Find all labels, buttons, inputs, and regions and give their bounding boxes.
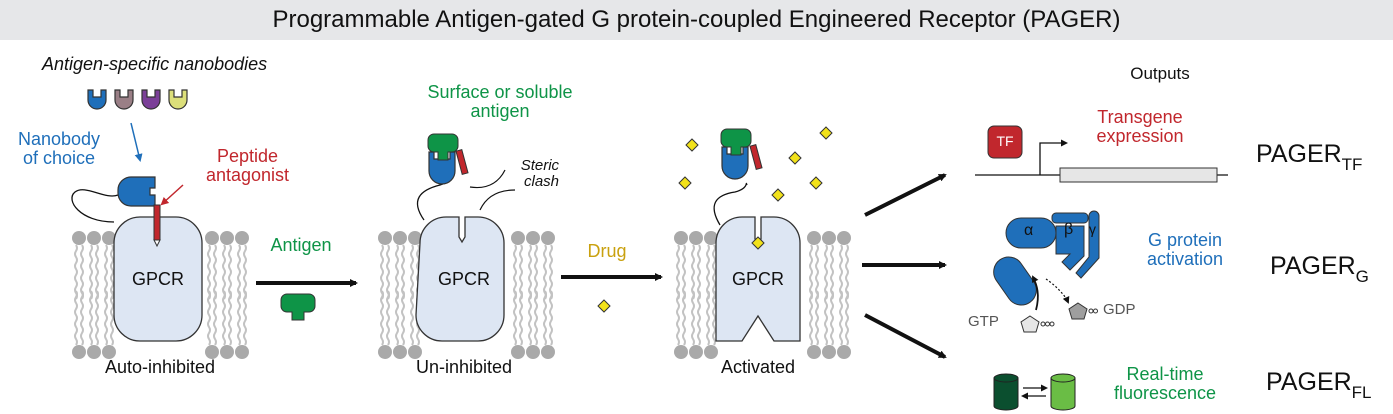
- gdp-phosphates: [1088, 308, 1098, 314]
- peptide-active-icon: [749, 144, 763, 170]
- pager-tf-label: PAGERTF: [1256, 140, 1362, 175]
- nanobody-purple-icon: [141, 89, 161, 110]
- fluorescence-line1: Real-time: [1126, 364, 1204, 384]
- drug-icon: [819, 126, 833, 140]
- nanobody-choice-arrow: [130, 122, 143, 162]
- output-g-protein: [993, 210, 1100, 333]
- transgene-line1: Transgene: [1097, 107, 1183, 127]
- alpha-label: α: [1024, 222, 1034, 239]
- g-beta-top-icon: [1051, 212, 1089, 224]
- nanobody-choice-line2: of choice: [22, 147, 96, 168]
- peptide-line1: Peptide: [216, 146, 279, 166]
- transgene-line2: expression: [1096, 125, 1184, 146]
- gpcr-label-2: GPCR: [437, 269, 490, 289]
- peptide-line2: antagonist: [205, 164, 290, 185]
- beta-label: β: [1064, 221, 1074, 238]
- output-transgene: [975, 125, 1228, 183]
- state-caption-1: Auto-inhibited: [104, 357, 216, 377]
- nanobody-mauve-icon: [114, 89, 134, 110]
- g-protein-label: G protein activation: [1130, 231, 1240, 269]
- steric-clash-label: Steric clash: [520, 158, 559, 190]
- antigen-active-icon: [720, 128, 752, 156]
- steric-clash-mark: [469, 169, 506, 189]
- pager-fl-name: PAGER: [1266, 368, 1352, 396]
- promoter-arrow: [1039, 139, 1068, 175]
- g-gamma-icon: [1075, 210, 1100, 279]
- nanobodies-label: Antigen-specific nanobodies: [42, 54, 268, 74]
- g-protein-line1: G protein: [1147, 230, 1223, 250]
- nanobody-choice-line1: Nanobody: [17, 129, 101, 149]
- nanobody-bound-icon: [117, 176, 156, 207]
- gpcr-receptor-2: [415, 216, 505, 342]
- gtp-arrow: [1032, 275, 1039, 311]
- surface-antigen-line1: Surface or soluble: [427, 82, 573, 102]
- nanobody-yellow-icon: [168, 89, 188, 110]
- tf-box: [987, 125, 1023, 159]
- gtp-molecule-icon: [1020, 315, 1040, 333]
- drug-icon: [788, 151, 802, 165]
- nanobody-library: [87, 89, 188, 110]
- antigen-transition-label: Antigen: [270, 235, 332, 255]
- surface-antigen-label: Surface or soluble antigen: [410, 83, 590, 121]
- pager-fl-sub: FL: [1351, 383, 1372, 402]
- steric-line1: Steric: [520, 157, 560, 174]
- pager-tf-sub: TF: [1341, 155, 1363, 174]
- fluorescence-label: Real-time fluorescence: [1100, 365, 1230, 403]
- gdp-arrow: [1045, 278, 1070, 304]
- state-activated: [674, 126, 851, 359]
- output-fluorescence: [993, 373, 1076, 411]
- pager-g-sub: G: [1355, 267, 1369, 286]
- pager-g-name: PAGER: [1270, 252, 1356, 280]
- gtp-label: GTP: [968, 313, 999, 330]
- g-protein-line2: activation: [1146, 248, 1224, 269]
- pager-fl-label: PAGERFL: [1266, 368, 1372, 403]
- nanobody-choice-label: Nanobody of choice: [4, 130, 114, 168]
- title-bar: [0, 0, 1393, 40]
- fl-dark-barrel-icon: [993, 377, 1019, 411]
- state-un-inhibited: [378, 133, 555, 359]
- output-arrow-tf: [864, 173, 947, 217]
- gtp-phosphates: [1040, 321, 1055, 327]
- drug-transition-label: Drug: [587, 241, 627, 261]
- peptide-antagonist-label: Peptide antagonist: [190, 147, 305, 185]
- fl-light-barrel-icon: [1050, 377, 1076, 411]
- pager-tf-name: PAGER: [1256, 140, 1342, 168]
- output-arrow-fl: [864, 313, 947, 359]
- drug-icon: [771, 188, 785, 202]
- drug-icon: [685, 138, 699, 152]
- gdp-label: GDP: [1103, 301, 1136, 318]
- outputs-heading: Outputs: [1130, 64, 1190, 83]
- nanobody-blue-icon: [87, 89, 107, 110]
- fluorescence-line2: fluorescence: [1113, 382, 1217, 403]
- gamma-label: γ: [1089, 221, 1096, 237]
- g-alpha-ras-icon: [993, 256, 1037, 306]
- state-auto-inhibited: [71, 176, 249, 359]
- gene-box: [1059, 167, 1218, 183]
- linker-2: [416, 178, 449, 221]
- peptide-arrow: [160, 184, 184, 206]
- steric-line2: clash: [524, 172, 560, 190]
- gpcr-label-1: GPCR: [131, 269, 184, 289]
- figure-title: Programmable Antigen-gated G protein-cou…: [272, 6, 1121, 33]
- pager-g-label: PAGERG: [1270, 252, 1369, 287]
- tf-box-label: TF: [996, 133, 1014, 149]
- linker-1: [71, 189, 119, 223]
- antigen-bound-icon: [427, 133, 459, 161]
- peptide-antagonist-icon: [153, 204, 161, 241]
- state-caption-2: Un-inhibited: [415, 357, 513, 377]
- peptide-displaced-icon: [455, 149, 469, 175]
- soluble-antigen-icon: [280, 293, 316, 321]
- drug-icon: [809, 176, 823, 190]
- surface-antigen-line2: antigen: [470, 100, 530, 121]
- drug-icon: [678, 176, 692, 190]
- state-caption-3: Activated: [720, 357, 796, 377]
- linker-3: [713, 182, 748, 226]
- gpcr-receptor-3: [715, 216, 801, 342]
- transgene-label: Transgene expression: [1080, 108, 1200, 146]
- gdp-molecule-icon: [1068, 302, 1088, 320]
- gpcr-label-3: GPCR: [731, 269, 784, 289]
- g-beta-icon: [1055, 225, 1085, 271]
- drug-icon: [597, 299, 611, 313]
